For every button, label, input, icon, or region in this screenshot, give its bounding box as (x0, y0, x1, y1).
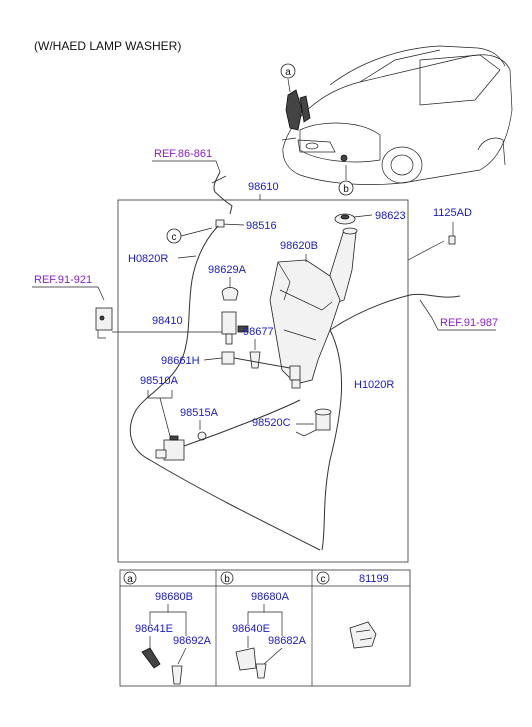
hose-H0820R-label: H0820R (128, 253, 168, 265)
main-assembly-frame (117, 199, 409, 563)
grommet-98629A (221, 287, 239, 301)
svg-text:c: c (172, 232, 177, 243)
washer-pump-98410 (221, 311, 249, 345)
panel-b-label-2: 98640E (232, 623, 270, 635)
part-98520C-label: 98520C (252, 417, 291, 429)
part-98515A-label: 98515A (180, 407, 219, 419)
part-98623-label: 98623 (375, 210, 406, 222)
ref-86-861-label: REF.86-861 (154, 148, 212, 160)
connector-98677 (249, 351, 261, 369)
detail-panel-c: c 81199 (316, 571, 389, 649)
bolt-1125AD (448, 235, 456, 245)
panel-b-label-3: 98682A (268, 635, 307, 647)
part-98661H-label: 98661H (161, 355, 200, 367)
washer-motor-98510A (155, 435, 185, 461)
level-sensor-98520C (295, 408, 332, 437)
callout-a-car: a (280, 63, 296, 79)
headlamp-nozzle-connector (95, 307, 113, 339)
part-98620B-label: 98620B (280, 240, 318, 252)
part-98410-label: 98410 (152, 315, 183, 327)
part-98677-label: 98677 (243, 326, 274, 338)
ref-91-921-label: REF.91-921 (34, 274, 92, 286)
panel-b-label-1: 98680A (251, 591, 290, 603)
reservoir-98620B (269, 227, 358, 389)
nozzle-98516 (215, 219, 225, 228)
part-1125AD-label: 1125AD (433, 207, 472, 219)
panel-a-label-2: 98641E (135, 623, 173, 635)
callout-c-main: c (166, 227, 213, 244)
svg-text:b: b (224, 574, 230, 585)
joint-98661H (221, 351, 235, 365)
panel-a-label-1: 98680B (155, 591, 193, 603)
part-98510A-label: 98510A (140, 375, 179, 387)
svg-text:b: b (343, 184, 349, 195)
callout-b-car: b (338, 180, 354, 196)
vehicle-illustration (281, 45, 513, 185)
detail-panels-frame (119, 569, 411, 687)
svg-text:a: a (285, 67, 291, 78)
diagram-title: (W/HAED LAMP WASHER) (34, 39, 181, 53)
part-98610-label: 98610 (248, 181, 279, 193)
svg-text:a: a (127, 574, 133, 585)
part-98629A-label: 98629A (208, 264, 247, 276)
detail-panel-b: b 98680A 98640E 98682A (220, 571, 307, 679)
detail-panel-a: a 98680B 98641E 98692A (123, 571, 212, 685)
panel-a-label-3: 98692A (173, 635, 212, 647)
panel-c-label-1: 81199 (359, 573, 389, 585)
hose-H1020R-label: H1020R (354, 379, 394, 391)
ref-91-987-label: REF.91-987 (440, 317, 498, 329)
part-98516-label: 98516 (246, 220, 277, 232)
svg-text:c: c (321, 574, 326, 585)
